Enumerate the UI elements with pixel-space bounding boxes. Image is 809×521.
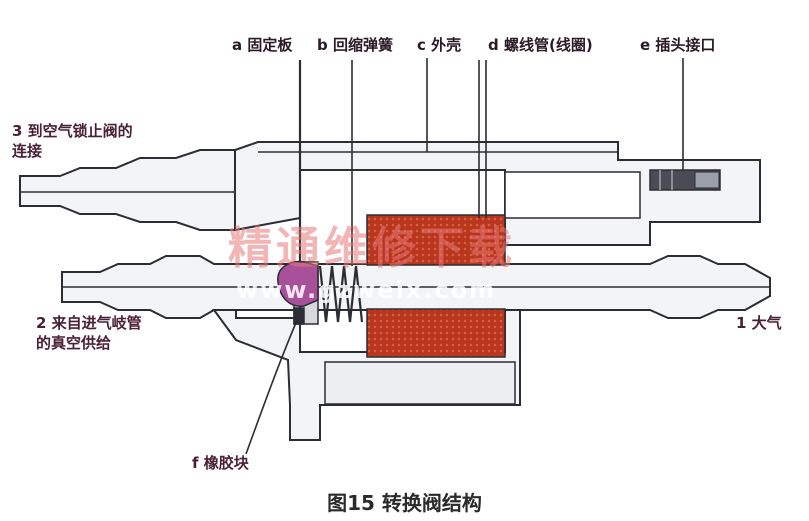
label-port2-line2: 的真空供给 bbox=[36, 334, 112, 352]
label-port2-line1: 2 来自进气岐管 bbox=[36, 314, 142, 332]
lower-through-tube bbox=[61, 255, 771, 319]
label-plug-connector: e 插头接口 bbox=[640, 36, 716, 54]
label-port1: 1 大气 bbox=[736, 314, 782, 332]
figure-caption: 图15 转换阀结构 bbox=[327, 491, 482, 515]
rubber-block bbox=[277, 260, 319, 325]
plug-connector bbox=[649, 169, 721, 191]
label-port3-line1: 3 到空气锁止阀的 bbox=[12, 122, 133, 140]
label-fixed-plate: a 固定板 bbox=[232, 36, 293, 54]
leader-lines bbox=[245, 58, 684, 455]
valve-diagram bbox=[19, 58, 771, 455]
label-solenoid: d 螺线管(线圈) bbox=[488, 36, 593, 54]
label-rubber-block: f 橡胶块 bbox=[192, 454, 249, 472]
label-retraction-spring: b 回缩弹簧 bbox=[317, 36, 393, 54]
solenoid-coil bbox=[366, 214, 506, 358]
label-port3-line2: 连接 bbox=[12, 142, 43, 160]
housing-base bbox=[212, 309, 521, 441]
retraction-spring bbox=[318, 265, 364, 323]
watermark-text: 精通维修下载 bbox=[228, 223, 516, 274]
upper-hose-nozzle bbox=[19, 149, 236, 231]
watermark-url: www.gzweix.com bbox=[236, 276, 497, 304]
label-housing: c 外壳 bbox=[417, 36, 462, 54]
